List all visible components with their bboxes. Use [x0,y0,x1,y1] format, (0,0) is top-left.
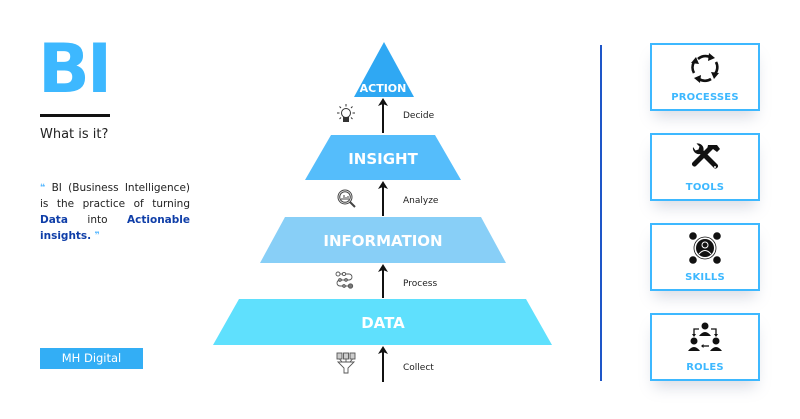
arrowhead-process [378,264,388,272]
bi-subtitle: What is it? [40,127,109,142]
card-roles: ROLES [650,313,760,381]
magnifier-chart-icon [337,189,356,208]
tier-data [213,299,552,345]
vertical-divider [600,45,602,381]
bi-title: BI [38,30,112,109]
tier-information-label: INFORMATION [323,232,442,250]
arrowhead-decide [378,98,388,106]
definition-text-1: BI (Business Intelligence) is the practi… [40,182,191,210]
card-skills: SKILLS [650,223,760,291]
arrowhead-collect [378,346,388,354]
step-collect-label: Collect [403,363,434,373]
step-process-label: Process [403,279,437,289]
team-roles-icon [688,322,722,351]
card-roles-label: ROLES [686,362,724,373]
tier-information [260,217,506,263]
tier-insight [305,135,461,180]
card-processes: PROCESSES [650,43,760,111]
title-underline [40,114,110,117]
arrowhead-analyze [378,181,388,189]
process-flow-icon [335,271,354,289]
card-skills-label: SKILLS [685,272,725,283]
quote-open-icon: ❝ [40,183,46,193]
bi-definition: ❝ BI (Business Intelligence) is the prac… [40,180,190,244]
brand-badge: MH Digital [40,348,143,369]
step-analyze-label: Analyze [403,196,439,206]
funnel-database-icon [336,352,356,374]
tier-data-label: DATA [361,314,405,332]
step-decide-label: Decide [403,111,435,121]
wrench-hammer-icon [692,143,720,169]
tier-insight-label: INSIGHT [348,150,418,168]
highlight-actionable-insights: Actionable insights. [40,214,190,242]
tier-action-label: ACTION [360,82,407,95]
person-skills-icon [689,232,721,264]
quote-close-icon: ❞ [94,231,100,241]
lightbulb-icon [337,104,355,122]
card-tools: TOOLS [650,133,760,201]
cycle-arrows-icon [691,53,719,83]
definition-text-2: into [67,214,128,226]
card-tools-label: TOOLS [685,182,725,193]
highlight-data: Data [40,214,68,226]
tier-action [354,42,414,97]
card-processes-label: PROCESSES [671,92,739,103]
